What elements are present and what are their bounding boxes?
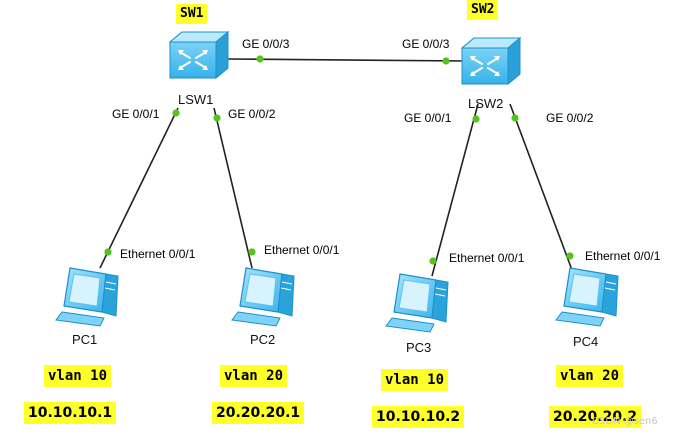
pc-icon: [55, 267, 119, 327]
link-line-3: [431, 103, 479, 277]
port-label-pc1-eth: Ethernet 0/0/1: [120, 247, 196, 261]
pc3-node[interactable]: PC3: [385, 273, 449, 355]
pc4-label: PC4: [573, 334, 598, 349]
switch-name-sw1: SW1: [176, 4, 208, 24]
switch-name-sw2: SW2: [467, 0, 499, 20]
switch-sw2[interactable]: LSW2: [461, 37, 521, 111]
device-label-lsw1: LSW1: [178, 92, 213, 107]
pc3-vlan-badge: vlan 10: [381, 369, 449, 391]
pc-icon: [231, 267, 295, 327]
port-label-sw2-trunk: GE 0/0/3: [402, 37, 450, 51]
port-label-sw1-trunk: GE 0/0/3: [242, 37, 290, 51]
port-label-pc4-eth: Ethernet 0/0/1: [585, 249, 661, 263]
port-status-dot: [442, 57, 450, 65]
port-status-dot: [256, 55, 264, 63]
pc4-vlan-badge: vlan 20: [556, 365, 624, 387]
pc3-ip-address: 10.10.10.2: [372, 406, 465, 428]
pc2-vlan-badge: vlan 20: [220, 365, 288, 387]
port-label-sw2-ge001: GE 0/0/1: [404, 111, 452, 125]
port-label-pc2-eth: Ethernet 0/0/1: [264, 243, 340, 257]
port-status-dot: [511, 114, 519, 122]
port-label-sw2-ge002: GE 0/0/2: [546, 111, 594, 125]
port-status-dot: [104, 248, 112, 256]
link-line-4: [509, 103, 573, 271]
port-status-dot: [566, 252, 574, 260]
pc1-ip-address: 10.10.10.1: [24, 402, 117, 424]
port-status-dot: [429, 257, 437, 265]
pc-icon: [555, 267, 619, 327]
switch-icon: [461, 37, 521, 85]
switch-sw1[interactable]: LSW1: [169, 31, 229, 107]
port-status-dot: [172, 109, 180, 117]
pc2-label: PC2: [250, 332, 275, 347]
link-line-0: [227, 58, 469, 62]
pc1-node[interactable]: PC1: [55, 267, 119, 347]
pc4-ip-address: 20.20.20.2: [549, 406, 642, 428]
pc1-label: PC1: [72, 332, 97, 347]
port-status-dot: [248, 248, 256, 256]
port-label-pc3-eth: Ethernet 0/0/1: [449, 251, 525, 265]
pc-icon: [385, 273, 449, 333]
device-label-lsw2: LSW2: [468, 96, 503, 111]
link-line-1: [99, 107, 179, 269]
links-layer: [99, 55, 574, 277]
switch-icon: [169, 31, 229, 79]
port-label-sw1-ge002: GE 0/0/2: [228, 107, 276, 121]
pc4-node[interactable]: PC4: [555, 267, 619, 349]
link-line-2: [213, 107, 253, 269]
port-status-dot: [472, 115, 480, 123]
pc3-label: PC3: [406, 340, 431, 355]
pc1-vlan-badge: vlan 10: [44, 365, 112, 387]
port-label-sw1-ge001: GE 0/0/1: [112, 107, 160, 121]
pc2-node[interactable]: PC2: [231, 267, 295, 347]
pc2-ip-address: 20.20.20.1: [212, 402, 305, 424]
watermark: CSDN @sen6: [592, 416, 658, 427]
port-status-dot: [213, 114, 221, 122]
